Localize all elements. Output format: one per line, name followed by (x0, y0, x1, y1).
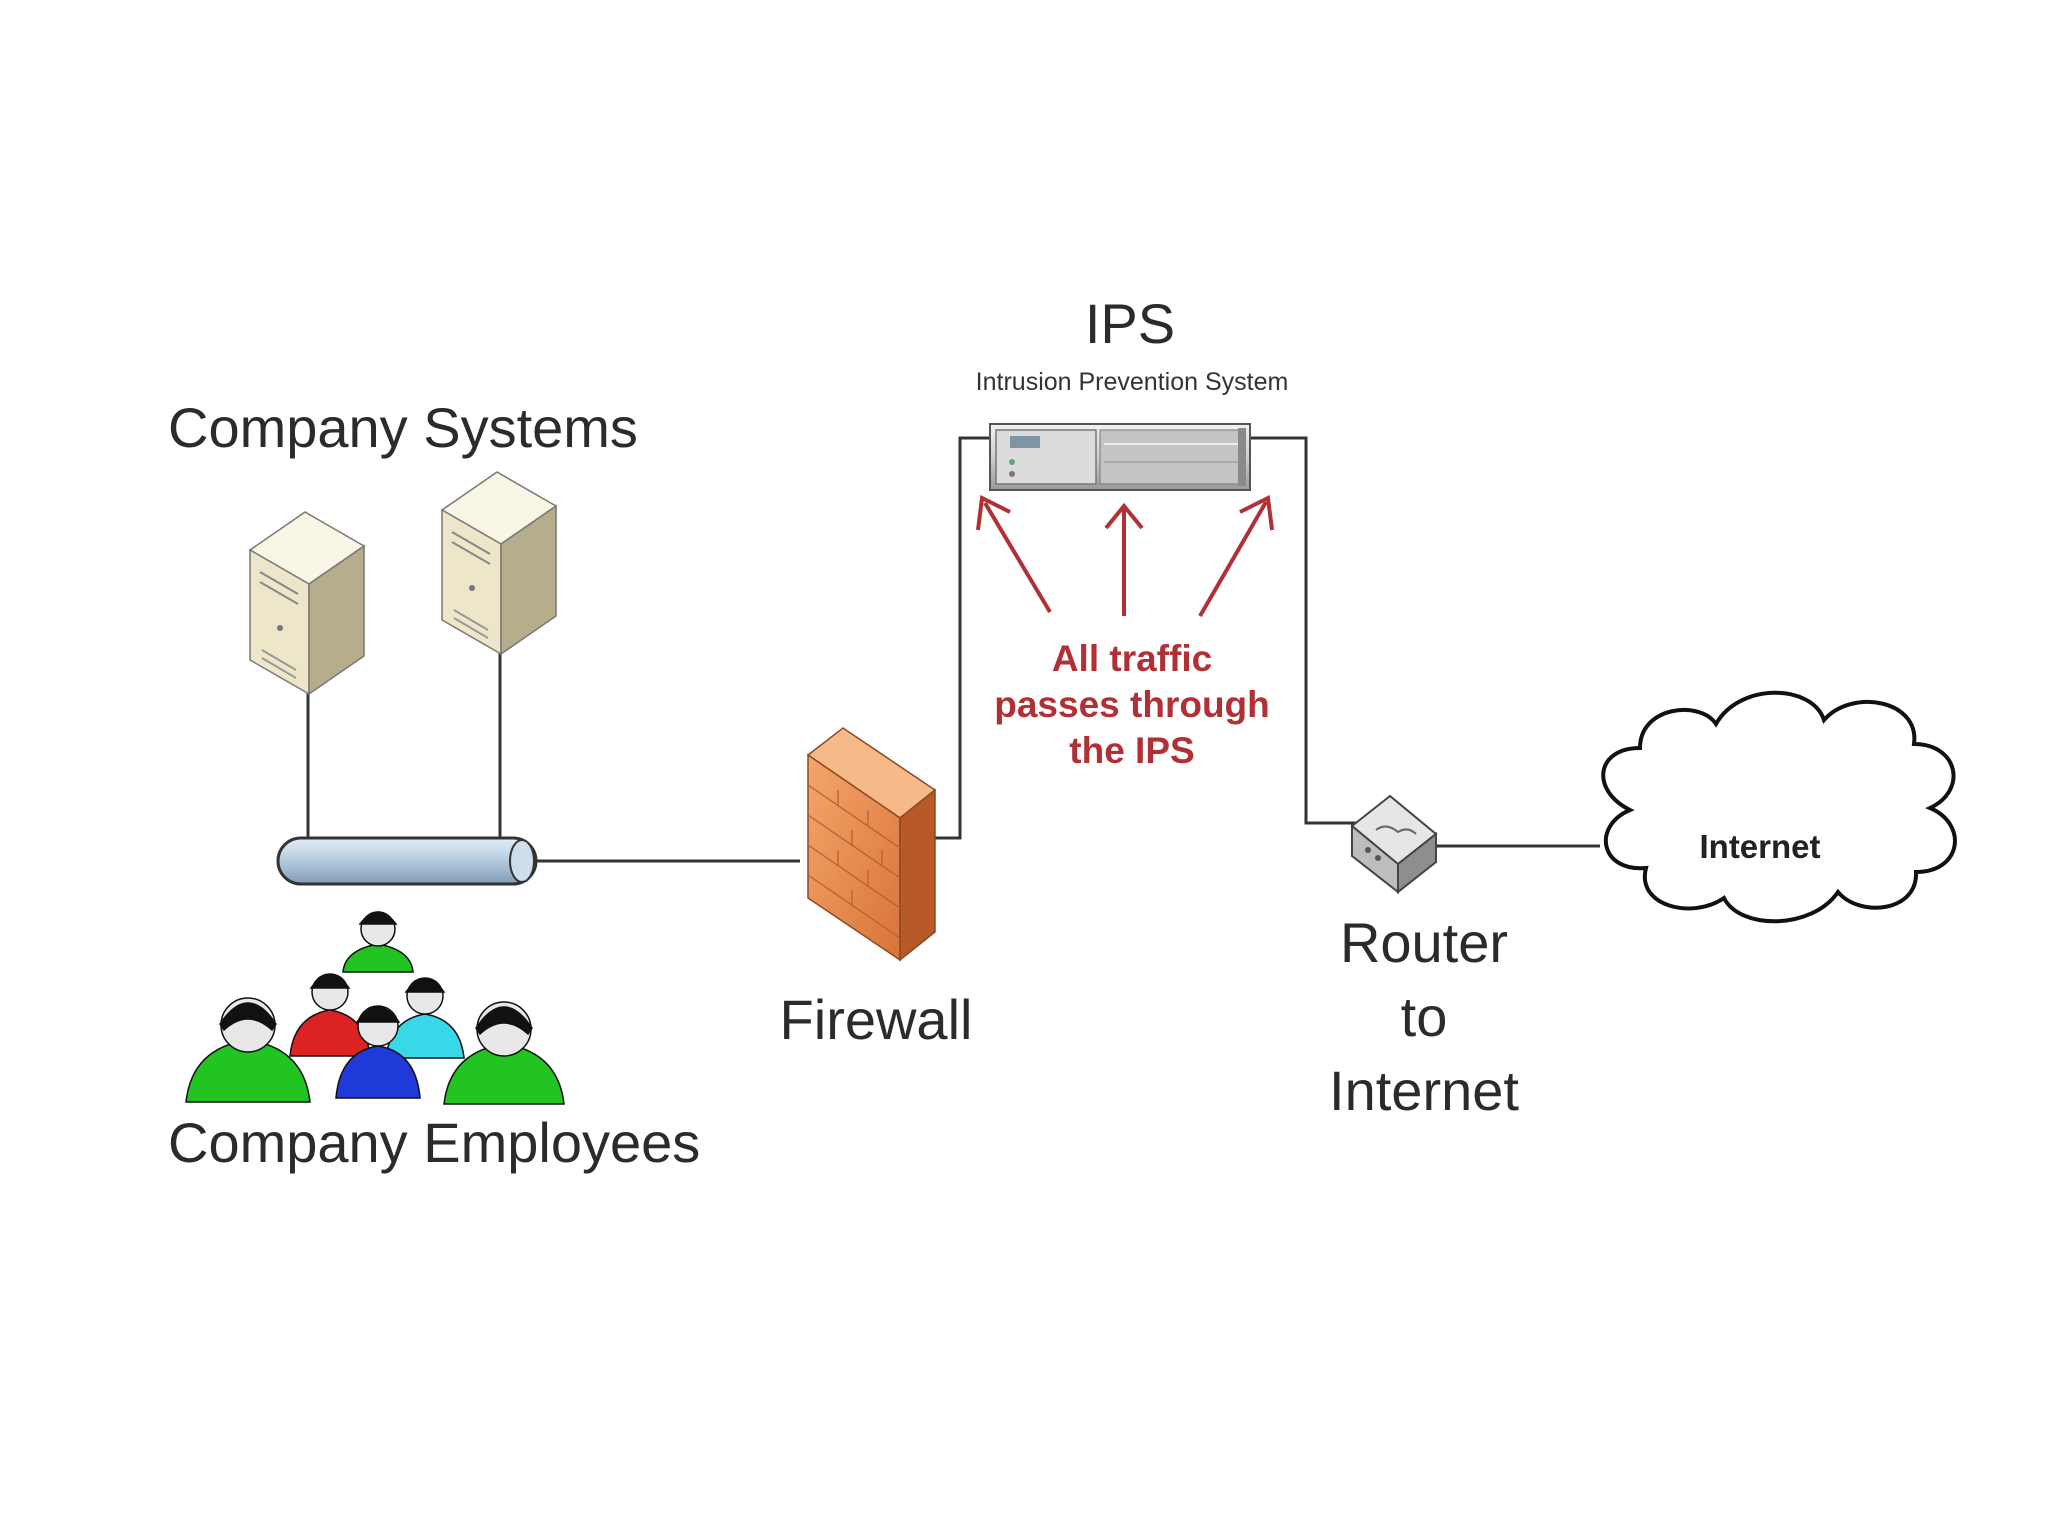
ips-router-link (1248, 436, 1360, 825)
router-label: Router to Internet (1329, 906, 1519, 1128)
company-systems-label: Company Systems (168, 396, 638, 459)
ips-title: IPS (1084, 292, 1176, 355)
company-employees-label: Company Employees (168, 1111, 701, 1174)
network-bus-icon (276, 836, 538, 886)
arrow-icon (1198, 500, 1268, 618)
traffic-note-line3: the IPS (1069, 730, 1195, 771)
router-label-line2: to (1400, 985, 1448, 1048)
server-icon (440, 471, 558, 656)
cloud-label: Internet (1699, 828, 1821, 865)
firewall-label: Firewall (779, 988, 973, 1051)
ips-appliance-icon (989, 423, 1251, 491)
arrow-icon (1104, 502, 1144, 530)
arrow-icon (983, 501, 1052, 614)
router-label-line3: Internet (1329, 1059, 1519, 1122)
traffic-arrows (976, 494, 1274, 618)
people-group-icon (185, 911, 565, 1105)
router-icon (1350, 794, 1438, 895)
traffic-note-line2: passes through (994, 684, 1270, 725)
arrow-icon (976, 494, 1011, 531)
server-icon (248, 511, 366, 696)
router-label-line1: Router (1339, 911, 1509, 974)
firewall-icon (806, 727, 937, 962)
arrow-icon (1239, 494, 1274, 531)
traffic-note-line1: All traffic (1051, 638, 1213, 679)
cloud-icon (1601, 690, 1957, 924)
traffic-note: All traffic passes through the IPS (994, 636, 1270, 774)
ips-subtitle: Intrusion Prevention System (975, 368, 1289, 396)
